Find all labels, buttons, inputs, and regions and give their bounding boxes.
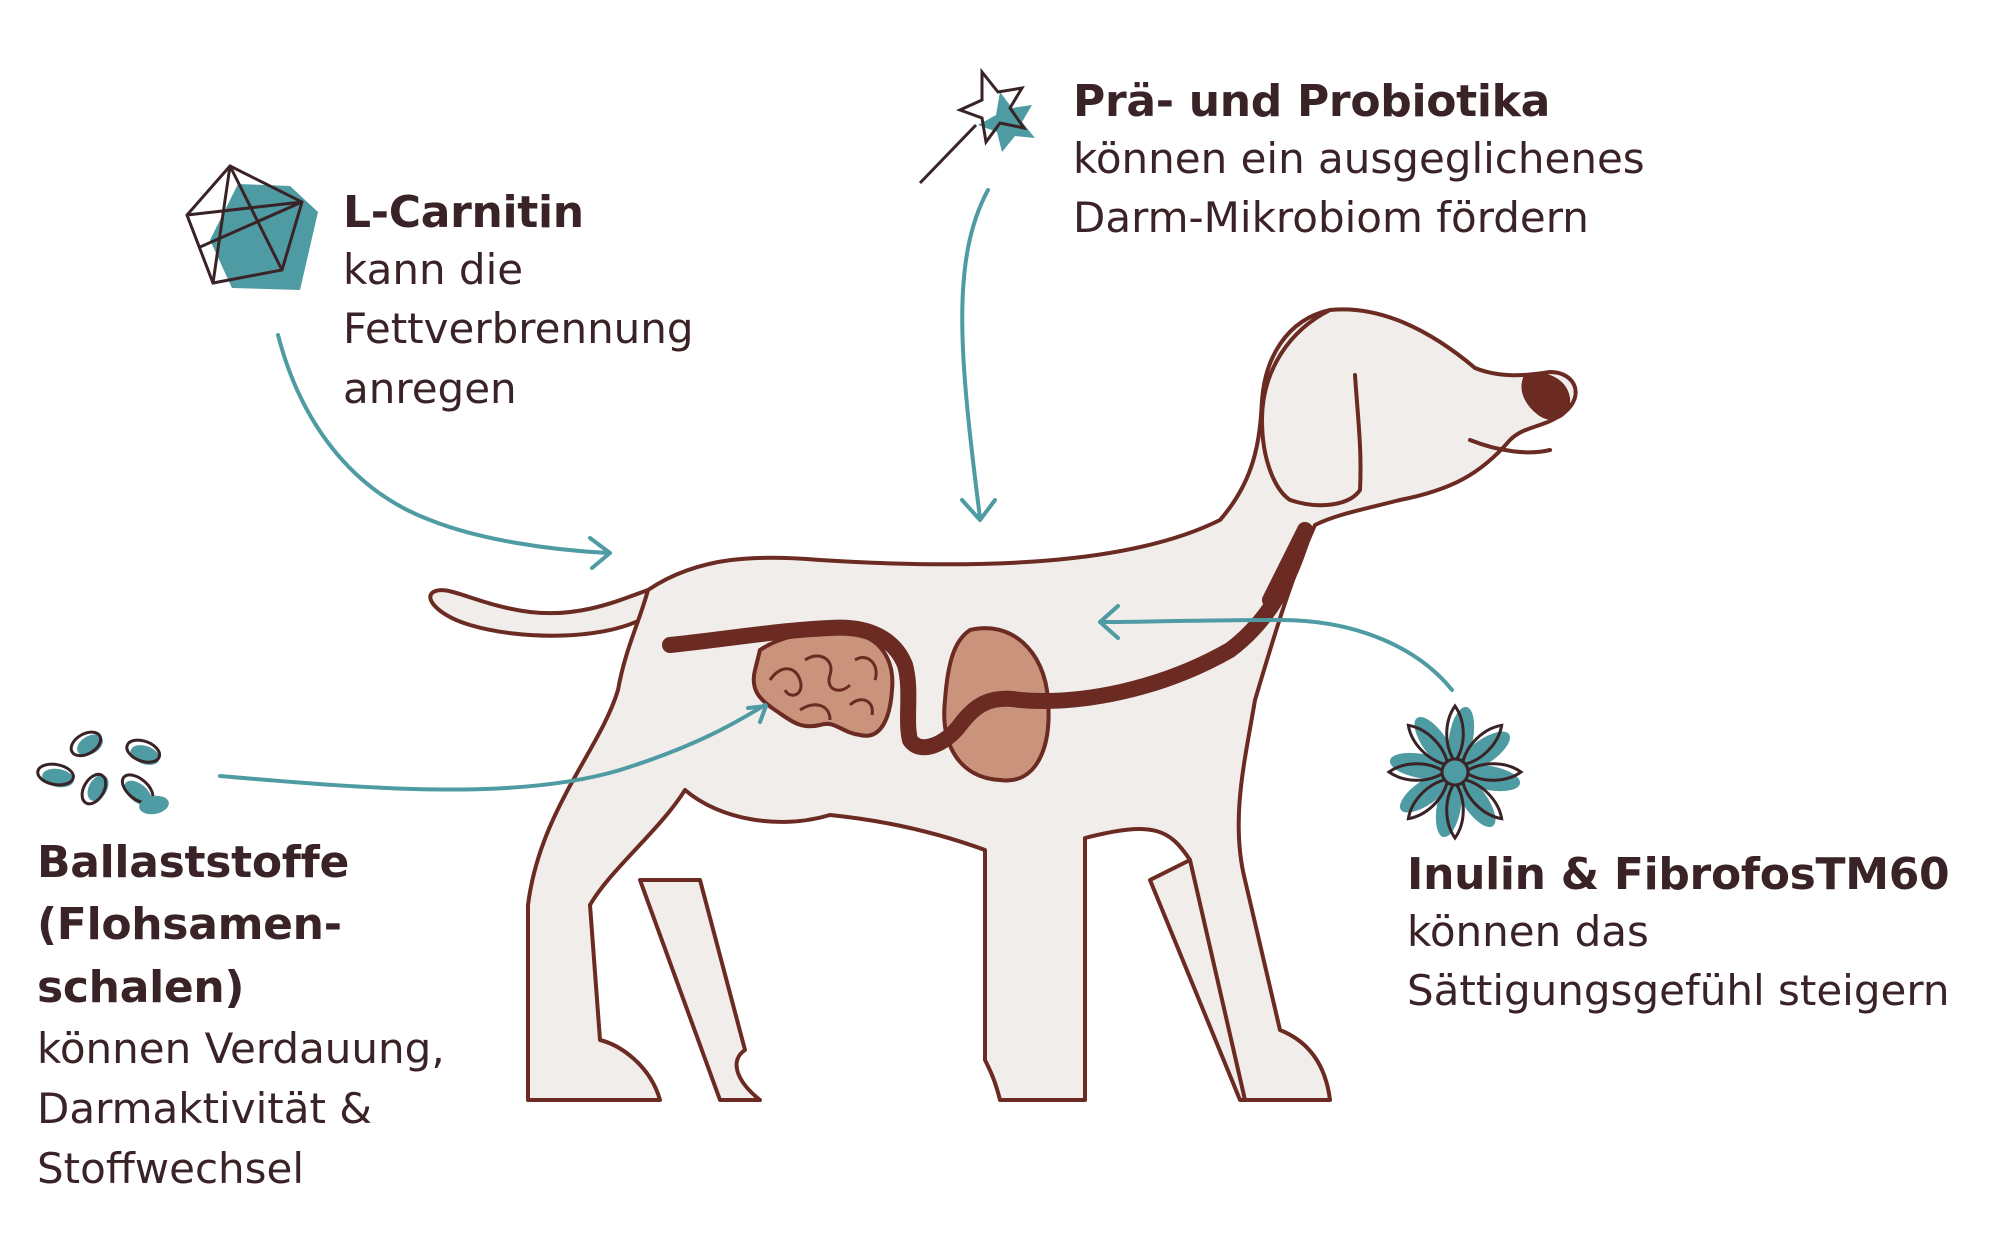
- label-l-carnitin: L-Carnitin kann die Fettverbrennung anre…: [343, 186, 694, 419]
- arrow-ballast: [218, 703, 767, 792]
- label-description: können Verdauung, Darmaktivität & Stoffw…: [37, 1024, 445, 1193]
- dog-mouth: [1468, 438, 1552, 455]
- label-title: Ballaststoffe (Flohsamen- schalen): [37, 837, 349, 1013]
- arrow-inulin-head: [1098, 604, 1120, 640]
- arrow-inulin: [1098, 618, 1454, 692]
- neck-esophagus: [1262, 522, 1313, 608]
- dog-ear: [1260, 308, 1363, 508]
- dog-tail: [428, 588, 650, 638]
- digestive-tract: [662, 522, 1313, 756]
- intestine-fold-4: [848, 698, 874, 716]
- intestine-fold-5: [854, 656, 878, 681]
- chicory-flower-icon: [1386, 703, 1524, 841]
- label-ballaststoffe: Ballaststoffe (Flohsamen- schalen) könne…: [37, 832, 445, 1198]
- arrow-probiotika: [960, 188, 990, 520]
- label-description: können das Sättigungsgefühl steigern: [1407, 906, 1950, 1016]
- intestine-fold-1: [768, 667, 803, 697]
- magic-wand-star-icon: [918, 67, 1035, 185]
- label-description: kann die Fettverbrennung anregen: [343, 244, 694, 413]
- arrow-ballast-head: [746, 704, 768, 724]
- label-title: Prä- und Probiotika: [1073, 76, 1551, 127]
- label-probiotika: Prä- und Probiotika können ein ausgeglic…: [1073, 75, 1645, 248]
- arrow-carnitin-head: [588, 536, 612, 570]
- dog-hind-leg-back: [638, 878, 762, 1102]
- digestive-organs: [662, 522, 1313, 783]
- dog-nose: [1521, 373, 1571, 420]
- pentagon-crystal-icon: [185, 164, 318, 290]
- label-title: L-Carnitin: [343, 187, 584, 238]
- label-inulin: Inulin & FibrofosTM60 können das Sättigu…: [1407, 848, 1950, 1021]
- intestine-fold-2: [804, 654, 852, 692]
- label-description: können ein ausgeglichenes Darm-Mikrobiom…: [1073, 133, 1645, 243]
- psyllium-seeds-icon: [36, 730, 169, 815]
- label-title: Inulin & FibrofosTM60: [1407, 849, 1950, 900]
- arrow-probiotika-head: [960, 498, 997, 522]
- arrow-carnitin: [276, 333, 610, 555]
- arrows: [218, 188, 1454, 792]
- intestine-fold-3: [799, 703, 832, 721]
